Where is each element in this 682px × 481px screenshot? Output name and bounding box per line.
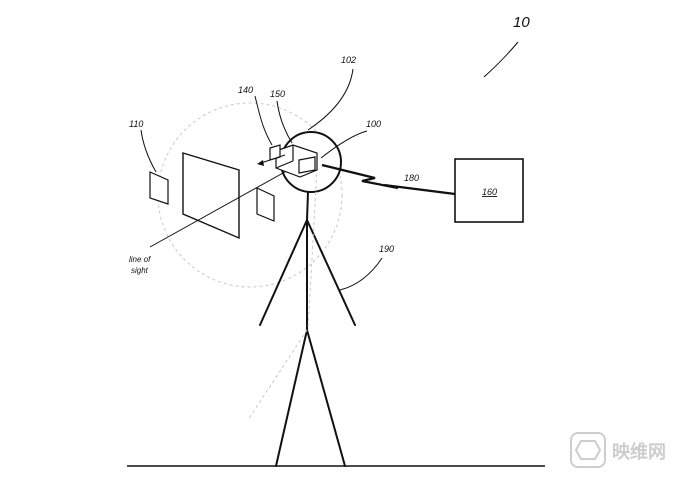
leader-110 <box>140 129 157 173</box>
label-line-of-sight-2: sight <box>131 266 149 275</box>
right-arm <box>306 219 356 326</box>
leader-100 <box>320 130 368 159</box>
line-of-sight-dashed <box>247 329 308 421</box>
left-arm <box>259 219 308 326</box>
label-160: 160 <box>482 187 497 197</box>
label-100: 100 <box>366 119 381 129</box>
label-102: 102 <box>341 55 356 65</box>
wireless-link-180 <box>321 163 456 196</box>
leader-10 <box>483 41 519 78</box>
right-leg <box>306 329 346 467</box>
object-right-panel <box>256 187 275 222</box>
direction-arrowhead <box>257 160 264 166</box>
headset-device <box>275 144 318 178</box>
watermark-hex-icon <box>574 440 602 460</box>
leader-lines <box>140 41 519 291</box>
label-fig-number: 10 <box>513 14 530 31</box>
box-160 <box>454 158 524 223</box>
label-line-of-sight-1: line of <box>129 255 151 264</box>
leader-150 <box>276 100 293 144</box>
virtual-screen <box>182 152 240 240</box>
label-110: 110 <box>129 119 143 129</box>
leader-102 <box>307 68 354 131</box>
neck-line <box>306 191 309 221</box>
watermark-text: 映维网 <box>612 441 666 463</box>
direction-arrow <box>260 154 286 164</box>
line-of-sight <box>149 167 293 248</box>
leader-190 <box>339 257 383 291</box>
left-leg <box>275 329 308 467</box>
object-110-panel <box>149 171 169 205</box>
label-190: 190 <box>379 244 394 254</box>
watermark: 映维网 <box>570 432 666 468</box>
leader-140 <box>254 95 273 146</box>
watermark-logo-icon <box>570 432 606 468</box>
label-180: 180 <box>404 173 419 183</box>
indicator-140 <box>269 144 281 161</box>
label-150: 150 <box>270 89 285 99</box>
label-140: 140 <box>238 85 253 95</box>
